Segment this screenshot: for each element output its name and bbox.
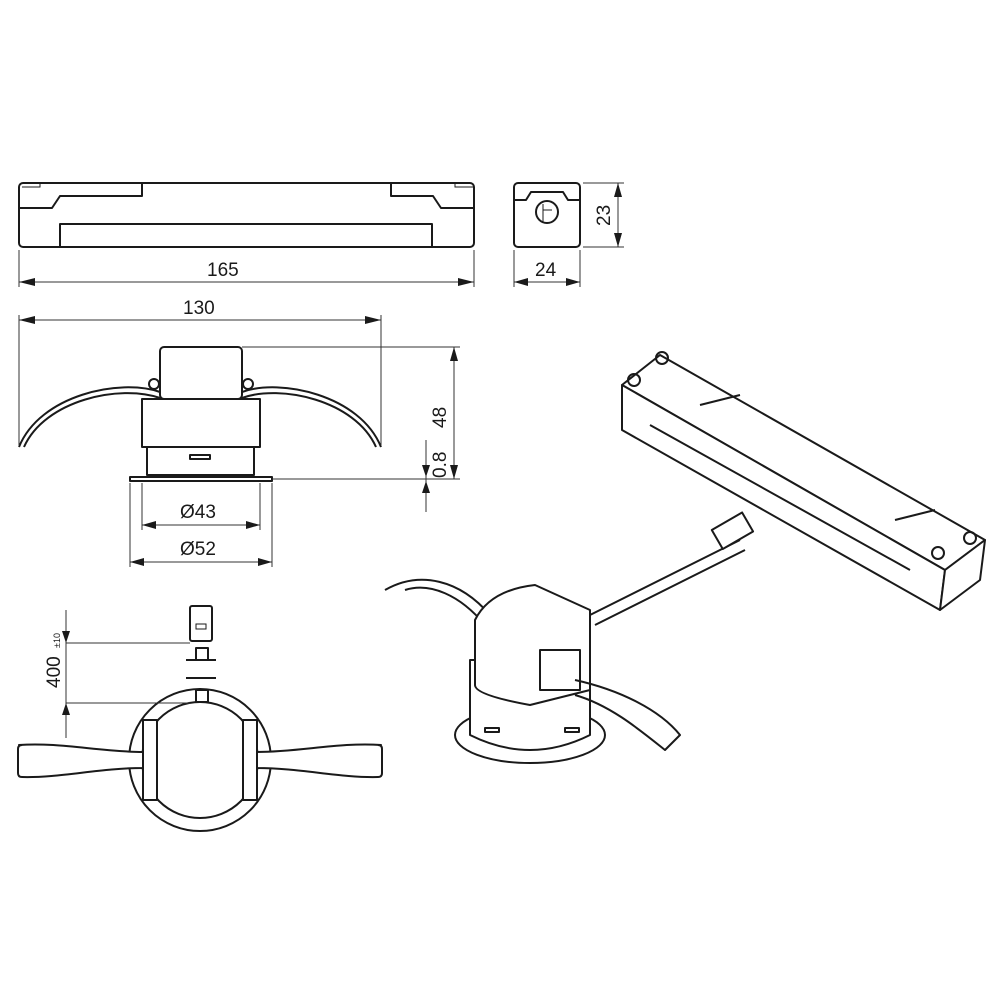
dim-driver-height: 23	[594, 205, 615, 226]
dimension-48-0.8: 48 0.8	[242, 346, 460, 512]
dimension-165: 165	[18, 250, 475, 287]
dim-fixture-height: 48	[430, 407, 451, 428]
dim-spring-span: 130	[183, 298, 215, 319]
driver-isometric-view	[621, 351, 986, 611]
driver-end-view	[513, 182, 581, 248]
fixture-top-view	[17, 605, 383, 832]
fixture-isometric-view	[384, 511, 755, 764]
dimension-24-23: 24 23	[513, 182, 624, 287]
fixture-side-view	[18, 346, 382, 482]
dim-cable-tolerance: ±10	[52, 633, 62, 648]
dim-flange-thickness: 0.8	[430, 452, 451, 478]
dimension-130: 130	[18, 298, 382, 445]
driver-side-view	[18, 182, 475, 248]
dim-driver-length: 165	[207, 260, 239, 281]
dim-cable-length: 400	[44, 656, 65, 688]
dim-flange-diameter: Ø52	[180, 539, 216, 560]
dimension-400: 400 ±10	[44, 610, 190, 738]
dim-driver-width: 24	[535, 260, 557, 281]
dim-cutout-diameter: Ø43	[180, 502, 216, 523]
dimension-diameters: Ø43 Ø52	[129, 483, 273, 567]
